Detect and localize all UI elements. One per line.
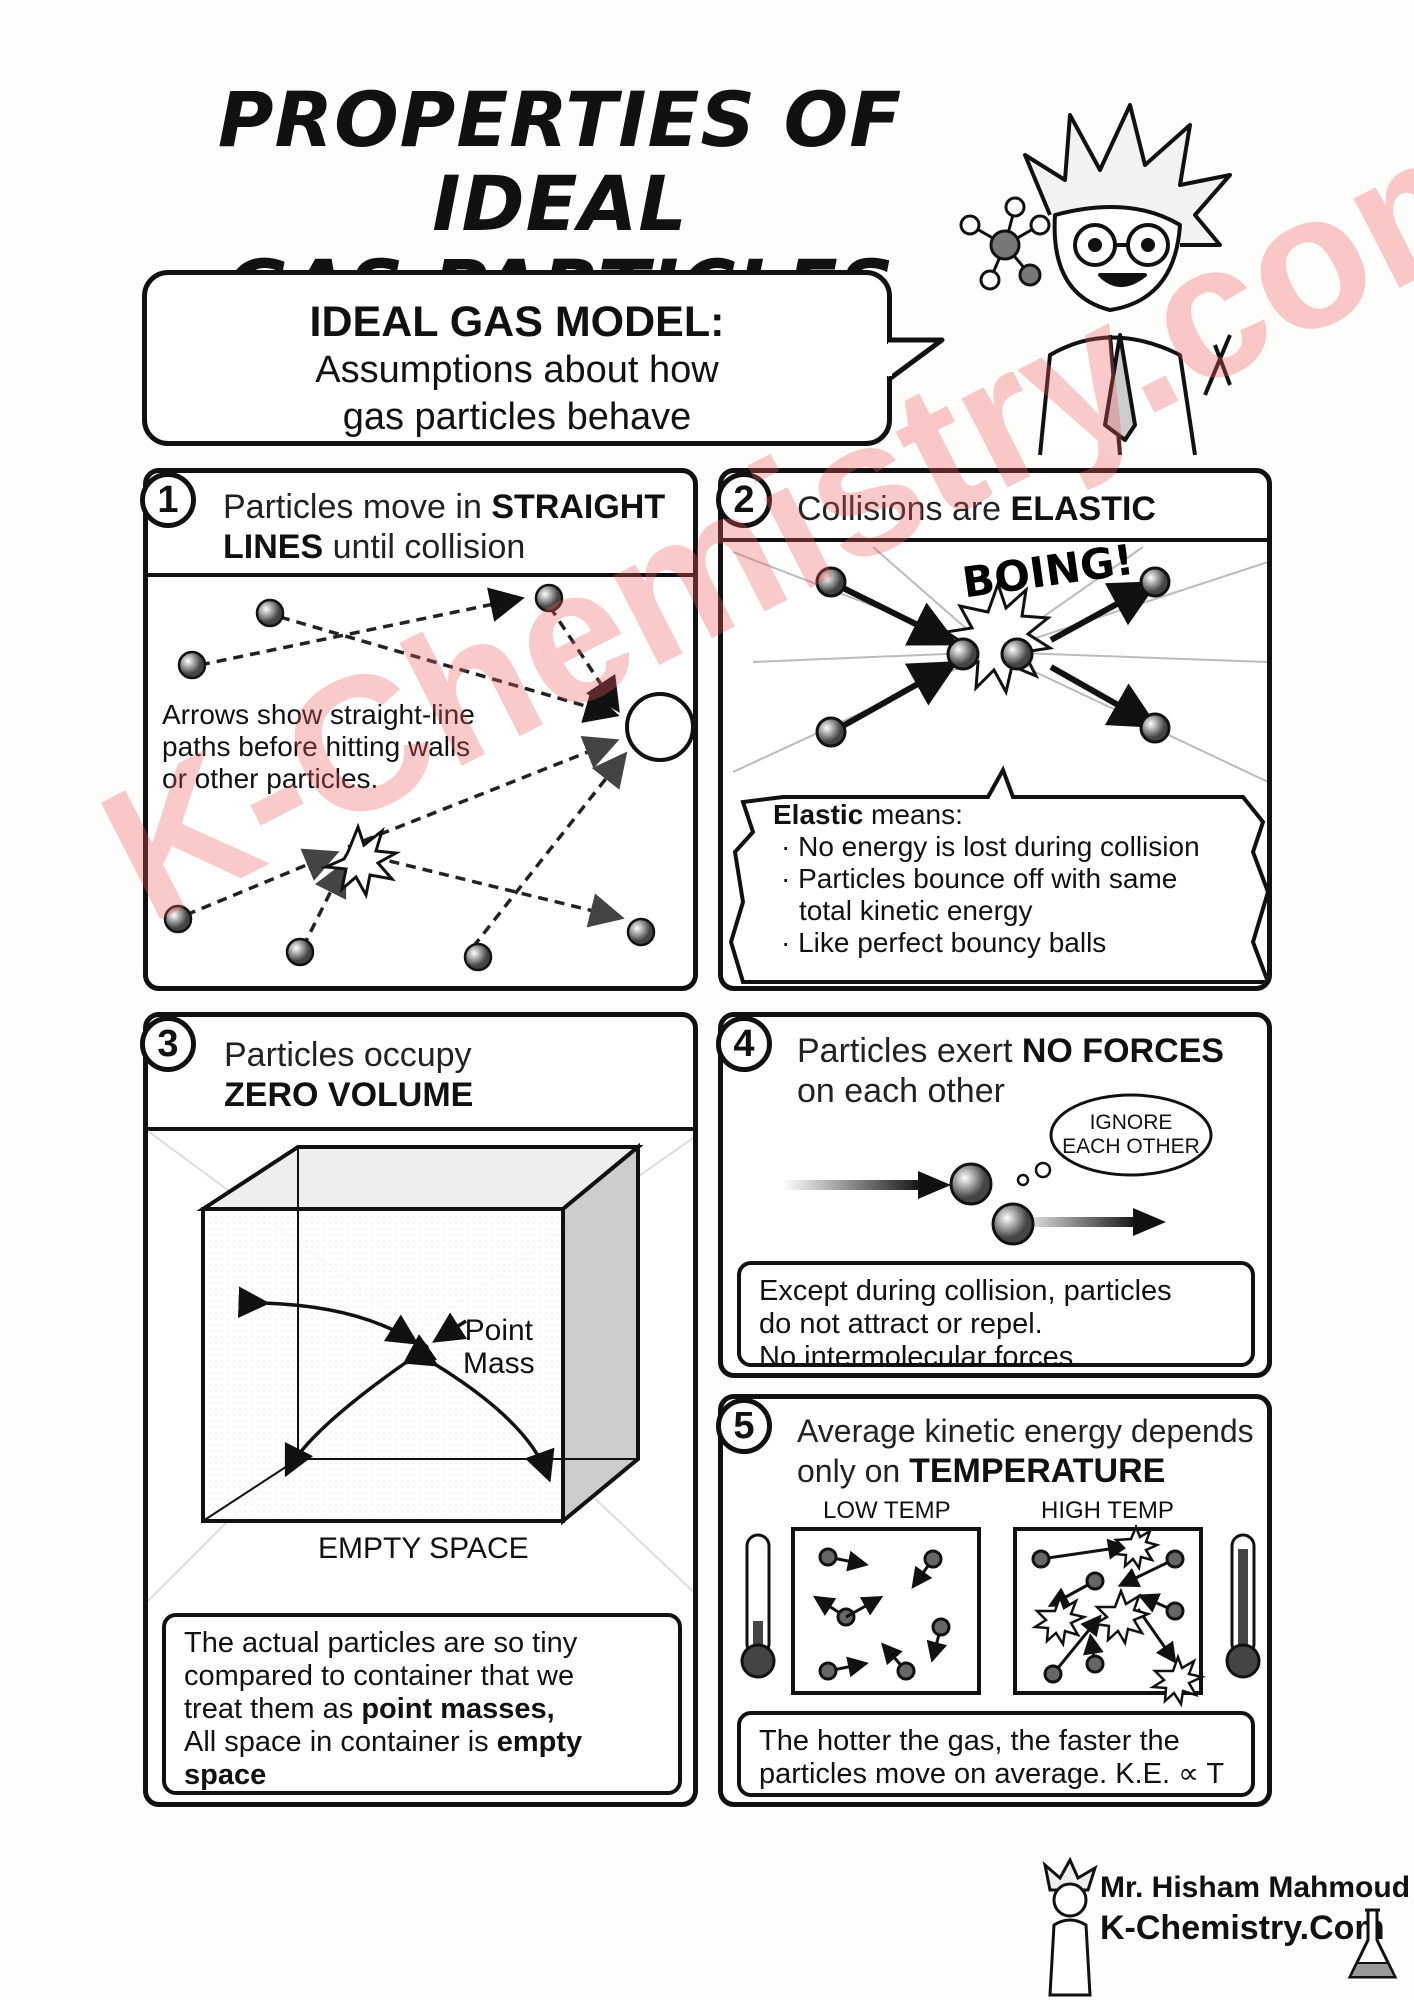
panel-4-number: 4 xyxy=(716,1016,772,1072)
panel-3-number: 3 xyxy=(140,1016,196,1072)
panel-4-note: Except during collision, particles do no… xyxy=(737,1261,1255,1373)
footer-credit: Mr. Hisham Mahmoud K-Chemistry.Com xyxy=(1100,1868,1410,1948)
temperature-comparison-diagram xyxy=(740,1523,1261,1708)
flask-icon xyxy=(1347,1908,1398,1979)
point-mass-label: Point Mass xyxy=(463,1314,535,1380)
panel-1-heading: Particles move in STRAIGHT LINES until c… xyxy=(223,488,666,566)
panel-straight-lines: Particles move in STRAIGHT LINES until c… xyxy=(143,468,698,991)
particle xyxy=(534,583,564,613)
intro-line-2: gas particles behave xyxy=(342,396,692,438)
panel-2-heading: Collisions are ELASTIC xyxy=(797,490,1156,528)
panel-1-divider xyxy=(148,573,693,577)
panel-1-number: 1 xyxy=(140,472,196,528)
scientist-illustration xyxy=(959,103,1232,456)
title-line-1: PROPERTIES OF IDEAL xyxy=(217,75,903,248)
particle xyxy=(285,937,315,967)
elastic-definition: Elastic means: · No energy is lost durin… xyxy=(773,799,1200,958)
thermometer-high-icon xyxy=(1225,1533,1261,1679)
mascot-logo-icon xyxy=(1042,1856,1098,1997)
intro-heading: IDEAL GAS MODEL: xyxy=(309,298,725,346)
panel-4-heading: Particles exert NO FORCES on each other xyxy=(797,1032,1224,1110)
straight-path-diagram xyxy=(163,583,693,972)
particle xyxy=(163,904,193,934)
footer-site: K-Chemistry.Com xyxy=(1100,1909,1385,1947)
panel-3-heading: Particles occupy ZERO VOLUME xyxy=(224,1036,474,1114)
panel-2-number: 2 xyxy=(716,472,772,528)
empty-space-label: EMPTY SPACE xyxy=(318,1532,529,1566)
panel-no-forces: Particles exert NO FORCES on each other … xyxy=(718,1012,1272,1378)
container-cube-diagram xyxy=(148,1130,693,1602)
low-temp-label: LOW TEMP xyxy=(823,1497,951,1524)
panel-2-divider xyxy=(723,538,1267,542)
panel-5-heading: Average kinetic energy depends only on T… xyxy=(797,1413,1254,1490)
intro-speech-bubble: IDEAL GAS MODEL: Assumptions about how g… xyxy=(142,270,892,446)
footer-author: Mr. Hisham Mahmoud xyxy=(1100,1871,1411,1904)
particle xyxy=(255,598,285,628)
panel-5-note: The hotter the gas, the faster the parti… xyxy=(737,1711,1255,1797)
panel-5-number: 5 xyxy=(716,1398,772,1454)
particle xyxy=(463,942,493,972)
high-temp-label: HIGH TEMP xyxy=(1041,1497,1174,1524)
panel-3-divider xyxy=(148,1127,693,1131)
thermometer-low-icon xyxy=(740,1533,776,1679)
panel-zero-volume: Particles occupy ZERO VOLUME Point Mass xyxy=(143,1012,698,1807)
panel-1-caption: Arrows show straight-line paths before h… xyxy=(162,699,475,794)
bubble-tail xyxy=(880,337,945,383)
intro-line-1: Assumptions about how xyxy=(315,349,719,391)
panel-elastic-collisions: Collisions are ELASTIC BOING! Elastic me… xyxy=(718,468,1272,991)
panel-temperature: Average kinetic energy depends only on T… xyxy=(718,1394,1272,1807)
panel-3-note: The actual particles are so tiny compare… xyxy=(162,1613,682,1795)
no-forces-diagram xyxy=(783,1093,1213,1246)
molecule-icon xyxy=(959,196,1051,291)
particle xyxy=(177,650,207,680)
elastic-collision-diagram: BOING! xyxy=(728,535,1267,984)
particle xyxy=(626,917,656,947)
boing-sound-text: BOING! xyxy=(959,535,1136,607)
thought-bubble-text: IGNORE EACH OTHER xyxy=(1062,1111,1200,1158)
